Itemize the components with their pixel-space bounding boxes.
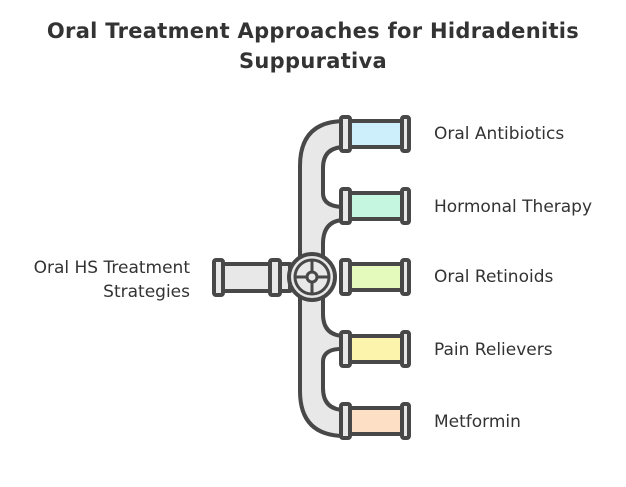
input-flange-right	[268, 258, 282, 297]
branch-label-metformin: Metformin	[434, 412, 521, 432]
branch-end-cap	[400, 330, 411, 368]
branch-pipe	[348, 191, 408, 221]
branch-label-pain-relievers: Pain Relievers	[434, 340, 553, 360]
branch-end-cap	[400, 187, 411, 225]
branch-pipe	[348, 334, 408, 364]
branch-label-hormonal-therapy: Hormonal Therapy	[434, 197, 593, 217]
branch-flange	[339, 187, 352, 225]
branch-flange	[339, 115, 352, 153]
branch-label-oral-antibiotics: Oral Antibiotics	[434, 124, 565, 144]
branch-end-cap	[400, 402, 411, 440]
branch-flange	[339, 402, 352, 440]
branch-flange	[339, 258, 352, 296]
branch-flange	[339, 330, 352, 368]
diagram-title: Oral Treatment Approaches for Hidradenit…	[46, 19, 580, 73]
branch-label-oral-retinoids: Oral Retinoids	[434, 267, 554, 287]
source-line-2: Strategies	[103, 282, 190, 302]
source-line-1: Oral HS Treatment	[33, 258, 190, 278]
branch-pipe	[348, 262, 408, 292]
source-label: Oral HS Treatment Strategies	[0, 256, 190, 304]
branch-end-cap	[400, 115, 411, 153]
branch-pipe	[348, 406, 408, 436]
branch-end-cap	[400, 258, 411, 296]
input-flange-left	[212, 258, 225, 297]
branch-pipe	[348, 119, 408, 149]
